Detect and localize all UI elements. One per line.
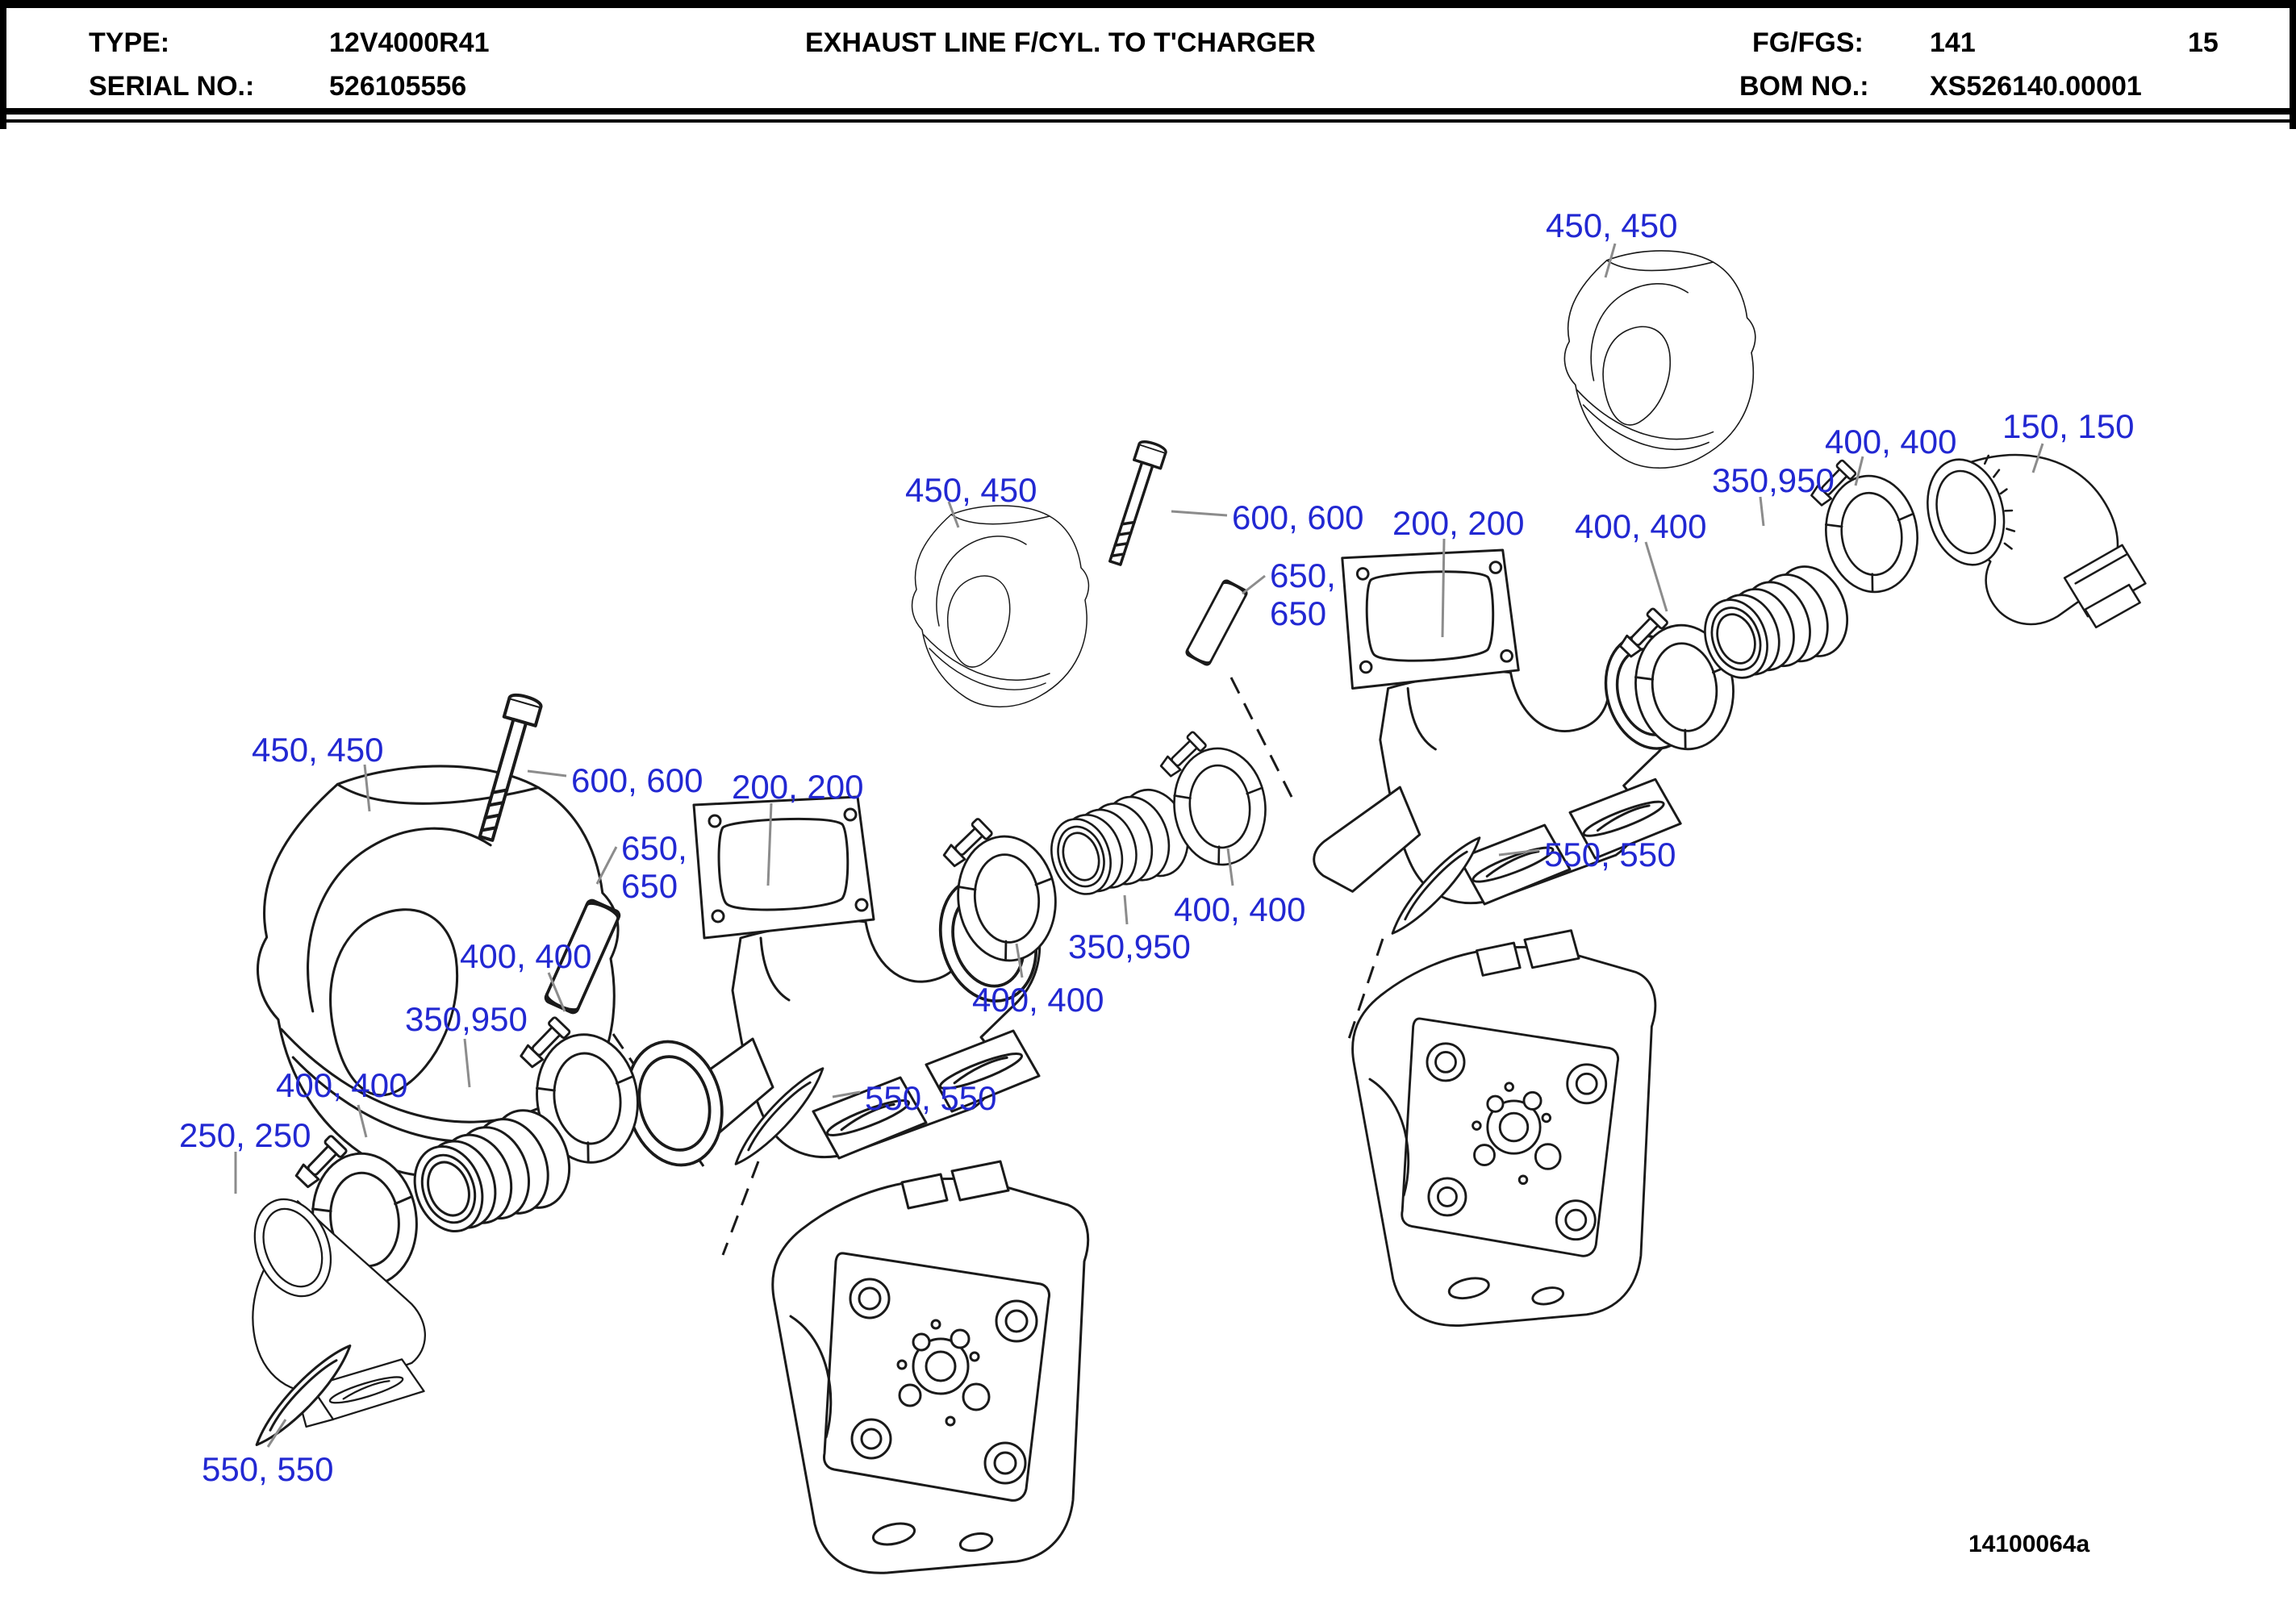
drawing-number: 14100064a: [1968, 1531, 2090, 1557]
callout-450-top-cover: 450, 450: [1546, 206, 1678, 244]
exploded-parts-figure: [0, 129, 2296, 1605]
callout-550-left-head: 550, 550: [865, 1079, 997, 1117]
mounting-bolt-right: [1100, 437, 1169, 569]
callout-450-left-cover: 450, 450: [252, 731, 384, 769]
type-value: 12V4000R41: [329, 27, 490, 58]
cylinder-head-right: [1351, 929, 1657, 1327]
spacer-sleeve-right: [1183, 577, 1250, 668]
page-top-border: [0, 0, 2296, 8]
turbo-elbow-right: [1915, 448, 2147, 629]
axis-dash-right-bolt: [1229, 677, 1294, 799]
callout-400-right-inner: 400, 400: [1575, 507, 1707, 545]
callout-leader-lines: [234, 243, 2044, 1448]
insulation-cover-top: [1563, 250, 1756, 469]
serial-value: 526105556: [329, 71, 467, 102]
callout-550-elbow-gasket: 550, 550: [202, 1450, 334, 1488]
callout-600-right: 600, 600: [1232, 498, 1364, 536]
page-left-border: [0, 0, 6, 129]
callout-650-right: 650, 650: [1270, 557, 1336, 633]
callout-350-mid: 350,950: [1068, 928, 1191, 965]
callout-350-right: 350,950: [1712, 461, 1835, 499]
callout-400-right-outer: 400, 400: [1825, 423, 1957, 461]
header-rule-thin: [0, 119, 2296, 123]
callout-650-left: 650, 650: [621, 829, 687, 906]
page-right-border: [2290, 0, 2296, 129]
callout-250-elbow: 250, 250: [179, 1116, 311, 1154]
axis-dash-left-head: [721, 1161, 760, 1256]
header-rule-thick: [0, 108, 2296, 115]
type-label: TYPE:: [89, 27, 170, 58]
callout-150-elbow: 150, 150: [2002, 407, 2135, 445]
callout-200-right: 200, 200: [1392, 504, 1525, 542]
callout-400-mid-inner: 400, 400: [972, 981, 1104, 1019]
insulation-cover-right: [911, 505, 1090, 708]
callout-400-left-outer: 400, 400: [276, 1066, 408, 1104]
page-number: 15: [2188, 27, 2219, 58]
fg-fgs-value: 141: [1930, 27, 1976, 58]
callout-450-right-cover: 450, 450: [905, 471, 1037, 509]
axis-dash-right-head: [1346, 938, 1384, 1044]
bom-label: BOM NO.:: [1739, 71, 1869, 102]
callout-550-right-head: 550, 550: [1544, 836, 1676, 873]
callout-200-left: 200, 200: [732, 768, 864, 806]
bom-value: XS526140.00001: [1930, 71, 2142, 102]
callout-400-left-inner: 400, 400: [460, 937, 592, 975]
callout-600-left: 600, 600: [571, 761, 703, 799]
callout-400-mid-outer: 400, 400: [1174, 890, 1306, 928]
page-title: EXHAUST LINE F/CYL. TO T'CHARGER: [805, 27, 1316, 58]
callout-350-left: 350,950: [405, 1000, 528, 1038]
fg-fgs-label: FG/FGS:: [1752, 27, 1864, 58]
cylinder-head-left: [771, 1160, 1090, 1574]
serial-label: SERIAL NO.:: [89, 71, 255, 102]
